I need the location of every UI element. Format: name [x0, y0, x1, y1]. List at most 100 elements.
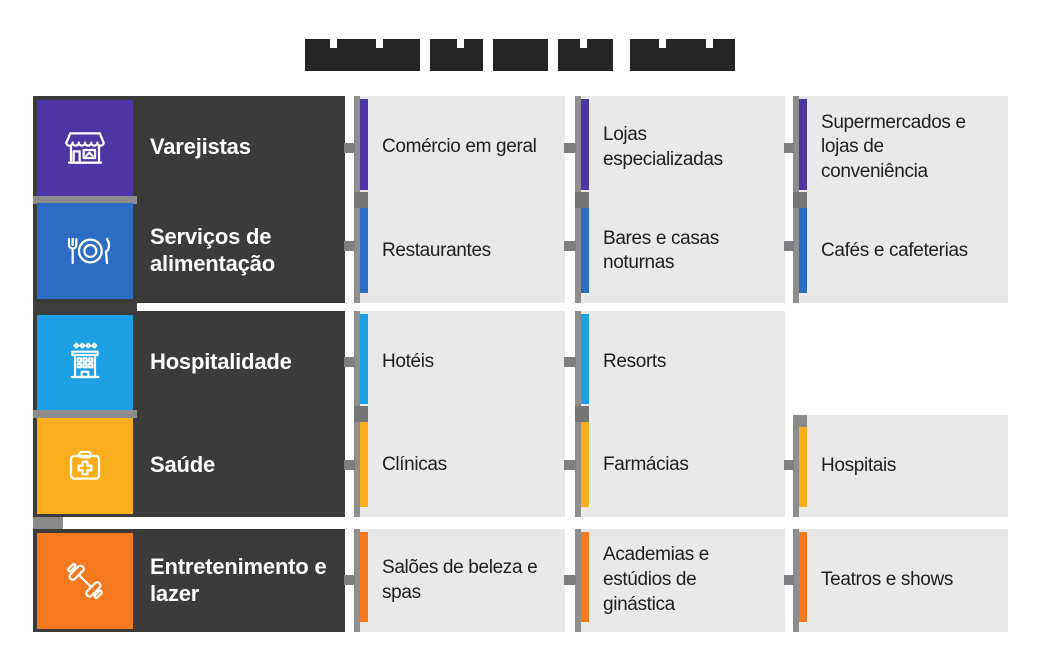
- category-label: Hospitalidade: [150, 349, 292, 375]
- category-row-hospitalidade: Hospitalidade: [33, 311, 345, 414]
- category-row-saude: Saúde: [33, 414, 345, 517]
- connector: [344, 241, 355, 251]
- example-item: Restaurantes: [354, 200, 565, 304]
- example-box: Salões de beleza e spas: [354, 529, 565, 632]
- rail: [793, 529, 799, 632]
- rail-joint: [793, 191, 807, 208]
- connector: [344, 460, 355, 470]
- rail-joint: [793, 415, 807, 429]
- title-pixel-notch: [580, 39, 587, 48]
- panel-separator: [33, 195, 137, 204]
- dumbbell-icon: [37, 532, 133, 629]
- example-item: Cafés e cafeterias: [793, 200, 1008, 304]
- connector: [564, 357, 576, 367]
- icon-cell: [33, 414, 137, 517]
- example-text: Academias e estúdios de ginástica: [603, 544, 709, 615]
- panel-bridge: [33, 303, 137, 311]
- accent-bar: [799, 427, 807, 507]
- panel-separator: [33, 410, 137, 418]
- accent-bar: [360, 202, 368, 293]
- example-item: Bares e casas noturnas: [575, 200, 785, 304]
- accent-bar: [581, 202, 589, 293]
- example-text: Hospitais: [821, 454, 896, 476]
- example-box: Academias e estúdios de ginástica: [575, 529, 785, 632]
- accent-bar: [799, 532, 807, 622]
- example-item: Salões de beleza e spas: [354, 529, 565, 632]
- accent-bar: [581, 532, 589, 622]
- obscured-title-block: [305, 39, 420, 71]
- connector: [784, 460, 794, 470]
- rail: [354, 529, 360, 632]
- icon-cell: [33, 200, 137, 304]
- title-pixel-notch: [706, 39, 713, 48]
- example-text: Bares e casas noturnas: [603, 227, 719, 274]
- title-pixel-notch: [330, 39, 337, 48]
- obscured-title-block: [493, 39, 548, 71]
- accent-bar: [360, 99, 368, 190]
- example-box: Teatros e shows: [793, 529, 1008, 632]
- category-label: Entretenimento e lazer: [150, 553, 327, 606]
- example-box: Hotéis Clínicas: [354, 311, 565, 517]
- category-row-entretenimento: Entretenimento e lazer: [33, 529, 345, 632]
- connector: [564, 143, 576, 153]
- example-item: Clínicas: [354, 414, 565, 517]
- example-item: Comércio em geral: [354, 96, 565, 200]
- example-item: Academias e estúdios de ginástica: [575, 529, 785, 632]
- obscured-title: [305, 39, 735, 71]
- connector: [564, 575, 576, 585]
- panel-bridge: [33, 517, 63, 529]
- example-item: Hotéis: [354, 311, 565, 414]
- example-item: Supermercados e lojas de conveniência: [793, 96, 1008, 200]
- example-box: Comércio em geral Restaurantes: [354, 96, 565, 303]
- rail: [793, 415, 799, 517]
- connector: [784, 143, 794, 153]
- connector: [344, 575, 355, 585]
- example-item: Hospitais: [793, 415, 1008, 517]
- category-row-servicos: Serviços de alimentação: [33, 200, 345, 304]
- example-text: Hotéis: [382, 351, 434, 373]
- hotel-icon: [37, 314, 133, 411]
- accent-bar: [581, 314, 589, 404]
- connector: [564, 460, 576, 470]
- obscured-title-block: [430, 39, 483, 71]
- accent-bar: [799, 202, 807, 293]
- example-text: Farmácias: [603, 454, 689, 476]
- connector: [344, 143, 355, 153]
- title-pixel-notch: [457, 39, 464, 48]
- icon-cell: [33, 311, 137, 414]
- rail-joint: [575, 191, 589, 208]
- example-text: Lojas especializadas: [603, 124, 723, 170]
- icon-cell: [33, 96, 137, 200]
- example-text: Cafés e cafeterias: [821, 239, 968, 261]
- accent-bar: [581, 417, 589, 507]
- category-label: Saúde: [150, 452, 216, 478]
- category-row-varejistas: Varejistas: [33, 96, 345, 200]
- title-pixel-notch: [376, 39, 383, 48]
- category-panel-group-c: Entretenimento e lazer: [33, 529, 345, 632]
- obscured-title-block: [630, 39, 735, 71]
- rail: [575, 529, 581, 632]
- accent-bar: [360, 532, 368, 622]
- connector: [564, 241, 576, 251]
- example-box: Supermercados e lojas de conveniência Ca…: [793, 96, 1008, 303]
- example-text: Teatros e shows: [821, 569, 954, 591]
- example-text: Restaurantes: [382, 239, 491, 261]
- accent-bar: [360, 314, 368, 404]
- example-text: Supermercados e lojas de conveniência: [821, 111, 966, 183]
- accent-bar: [799, 99, 807, 190]
- connector: [784, 241, 794, 251]
- title-pixel-notch: [659, 39, 666, 48]
- accent-bar: [581, 99, 589, 190]
- rail-joint: [354, 191, 368, 208]
- category-label: Varejistas: [150, 134, 251, 160]
- rail-joint: [354, 406, 368, 422]
- obscured-title-block: [558, 39, 613, 71]
- example-item: Resorts: [575, 311, 785, 414]
- example-box: Hospitais: [793, 415, 1008, 517]
- storefront-icon: [37, 99, 133, 196]
- example-text: Comércio em geral: [382, 136, 537, 158]
- category-panel-group-b: Hospitalidade Saúde: [33, 311, 345, 517]
- example-text: Resorts: [603, 351, 667, 373]
- example-box: Lojas especializadas Bares e casas notur…: [575, 96, 785, 303]
